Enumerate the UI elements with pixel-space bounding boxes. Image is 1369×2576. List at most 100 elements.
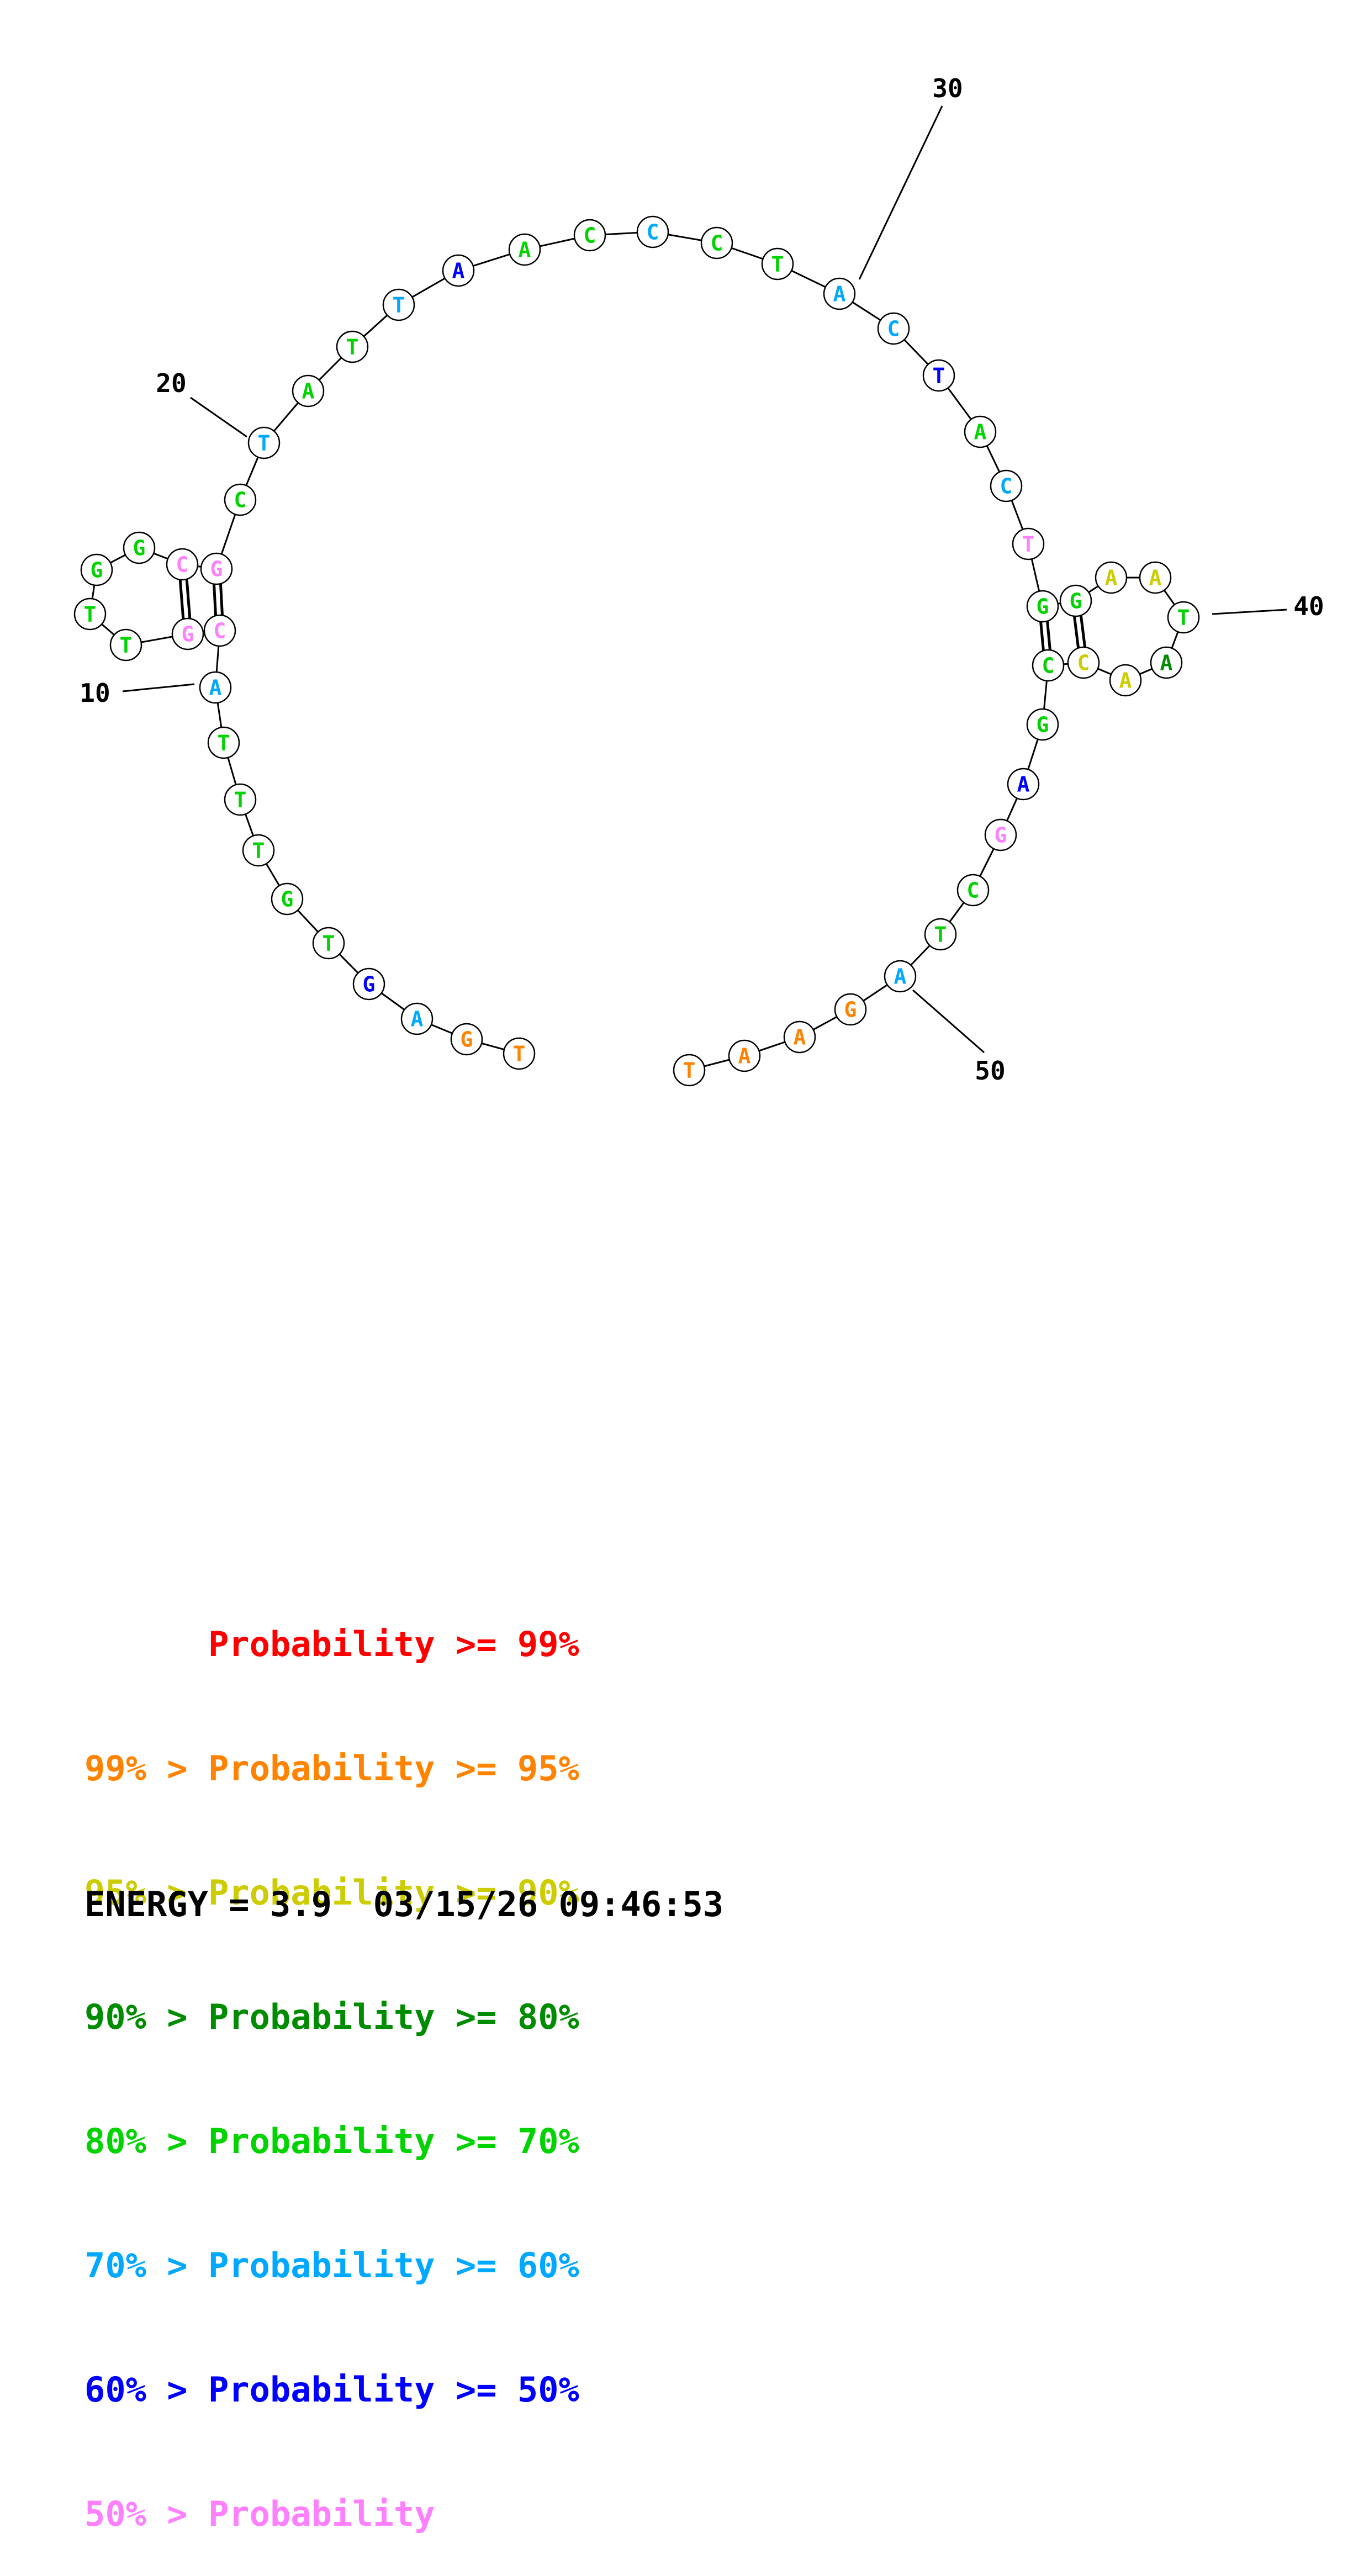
nucleotide-circle bbox=[990, 469, 1023, 502]
nucleotide-53-A: A bbox=[728, 1039, 761, 1072]
nucleotide-base-letter: A bbox=[302, 379, 315, 404]
nucleotide-44-C: C bbox=[1032, 649, 1065, 682]
nucleotide-circle bbox=[573, 219, 606, 252]
nucleotide-base-letter: C bbox=[584, 224, 596, 248]
nucleotide-circle bbox=[109, 628, 142, 662]
nucleotide-base-letter: T bbox=[393, 293, 405, 318]
nucleotide-circle bbox=[224, 783, 257, 816]
nucleotide-20-T: T bbox=[247, 426, 281, 459]
nucleotide-circle bbox=[1026, 590, 1059, 623]
nucleotide-circle bbox=[508, 233, 541, 266]
nucleotide-circle bbox=[636, 215, 669, 248]
nucleotide-base-letter: C bbox=[647, 220, 659, 245]
nucleotide-circle bbox=[292, 374, 325, 408]
nucleotide-13-T: T bbox=[109, 628, 142, 662]
nucleotide-circle bbox=[924, 918, 957, 951]
nucleotide-circle bbox=[1012, 527, 1045, 560]
nucleotide-32-T: T bbox=[922, 359, 955, 392]
nucleotide-base-letter: A bbox=[1160, 651, 1173, 675]
nucleotide-3-A: A bbox=[400, 1002, 434, 1035]
nucleotide-circle bbox=[823, 277, 856, 310]
nucleotide-circle bbox=[834, 993, 867, 1026]
nucleotide-base-letter: C bbox=[234, 488, 247, 512]
nucleotide-42-A: A bbox=[1109, 664, 1142, 697]
nucleotide-base-letter: G bbox=[1037, 595, 1049, 619]
position-label-20: 20 bbox=[156, 368, 186, 398]
nucleotide-base-letter: T bbox=[84, 602, 97, 627]
nucleotide-base-letter: C bbox=[711, 231, 723, 256]
nucleotide-base-letter: A bbox=[833, 282, 846, 306]
nucleotide-6-G: G bbox=[271, 882, 304, 916]
nucleotide-circle bbox=[964, 415, 997, 448]
nucleotide-4-G: G bbox=[352, 967, 385, 1001]
nucleotide-base-letter: G bbox=[995, 823, 1007, 848]
nucleotide-base-letter: A bbox=[1149, 566, 1162, 590]
nucleotide-base-letter: A bbox=[1017, 773, 1030, 797]
nucleotide-circle bbox=[203, 614, 236, 647]
position-label-40: 40 bbox=[1293, 591, 1324, 621]
nucleotide-circle bbox=[73, 597, 107, 631]
nucleotide-base-letter: G bbox=[182, 622, 194, 647]
nucleotide-circle bbox=[271, 882, 304, 916]
nucleotide-base-letter: T bbox=[933, 364, 945, 388]
nucleotide-base-letter: T bbox=[252, 839, 265, 863]
nucleotide-50-A: A bbox=[884, 960, 917, 993]
nucleotide-43-C: C bbox=[1067, 646, 1100, 679]
nucleotide-base-letter: T bbox=[513, 1042, 526, 1066]
nucleotide-48-C: C bbox=[956, 874, 990, 907]
backbone-lines bbox=[89, 231, 1185, 1071]
pair-bonds bbox=[177, 564, 1088, 666]
nucleotide-base-letter: T bbox=[234, 788, 247, 812]
nucleotide-54-T: T bbox=[673, 1054, 706, 1087]
nucleotide-base-letter: T bbox=[258, 431, 271, 456]
nucleotide-1-T: T bbox=[503, 1037, 536, 1070]
nucleotide-circle bbox=[700, 226, 733, 260]
nucleotide-47-G: G bbox=[984, 818, 1017, 851]
nucleotide-33-A: A bbox=[964, 415, 997, 448]
nucleotide-circle bbox=[336, 330, 369, 363]
nucleotide-51-G: G bbox=[834, 993, 867, 1026]
nucleotide-9-T: T bbox=[207, 726, 240, 759]
nucleotide-circle bbox=[728, 1039, 761, 1072]
nucleotide-40-T: T bbox=[1167, 601, 1200, 634]
nucleotide-base-letter: T bbox=[771, 252, 784, 277]
legend-line-p95: 99% > Probability >= 95% bbox=[84, 1748, 579, 1789]
nucleotide-19-C: C bbox=[224, 483, 257, 516]
nucleotide-circle bbox=[1095, 561, 1128, 594]
nucleotide-36-G: G bbox=[1026, 590, 1059, 623]
nucleotide-circle bbox=[352, 967, 385, 1001]
nucleotide-base-letter: T bbox=[120, 633, 133, 658]
nucleotide-circle bbox=[1026, 708, 1059, 741]
nucleotide-5-T: T bbox=[312, 927, 345, 960]
nucleotide-base-letter: G bbox=[133, 536, 146, 560]
nucleotide-base-letter: A bbox=[974, 420, 987, 445]
nucleotide-base-letter: G bbox=[281, 887, 294, 912]
nucleotide-base-letter: A bbox=[1119, 669, 1132, 693]
nucleotide-base-letter: G bbox=[844, 998, 857, 1022]
nucleotide-7-T: T bbox=[242, 834, 275, 867]
nucleotide-29-T: T bbox=[761, 247, 794, 281]
nucleotide-circle bbox=[312, 927, 345, 960]
nucleotide-circle bbox=[450, 1023, 483, 1056]
nucleotide-22-T: T bbox=[336, 330, 369, 363]
nucleotide-41-A: A bbox=[1150, 646, 1183, 679]
nucleotide-circle bbox=[400, 1002, 434, 1035]
nucleotide-base-letter: A bbox=[411, 1007, 424, 1032]
nucleotide-base-letter: T bbox=[323, 932, 335, 956]
nucleotide-base-letter: G bbox=[363, 972, 376, 997]
label-pointer-lines bbox=[122, 105, 1287, 1054]
legend-line-p50: 60% > Probability >= 50% bbox=[84, 2369, 579, 2410]
nucleotide-base-letter: C bbox=[176, 553, 189, 577]
legend-line-p60: 70% > Probability >= 60% bbox=[84, 2245, 579, 2286]
nucleotide-circle bbox=[442, 254, 475, 287]
nucleotide-base-letter: A bbox=[452, 259, 465, 283]
nucleotide-28-C: C bbox=[700, 226, 733, 260]
nucleotide-49-T: T bbox=[924, 918, 957, 951]
nucleotide-base-letter: T bbox=[218, 731, 230, 755]
nucleotide-2-G: G bbox=[450, 1023, 483, 1056]
nucleotide-17-C: C bbox=[166, 548, 199, 581]
nucleotide-base-letter: G bbox=[91, 558, 103, 583]
